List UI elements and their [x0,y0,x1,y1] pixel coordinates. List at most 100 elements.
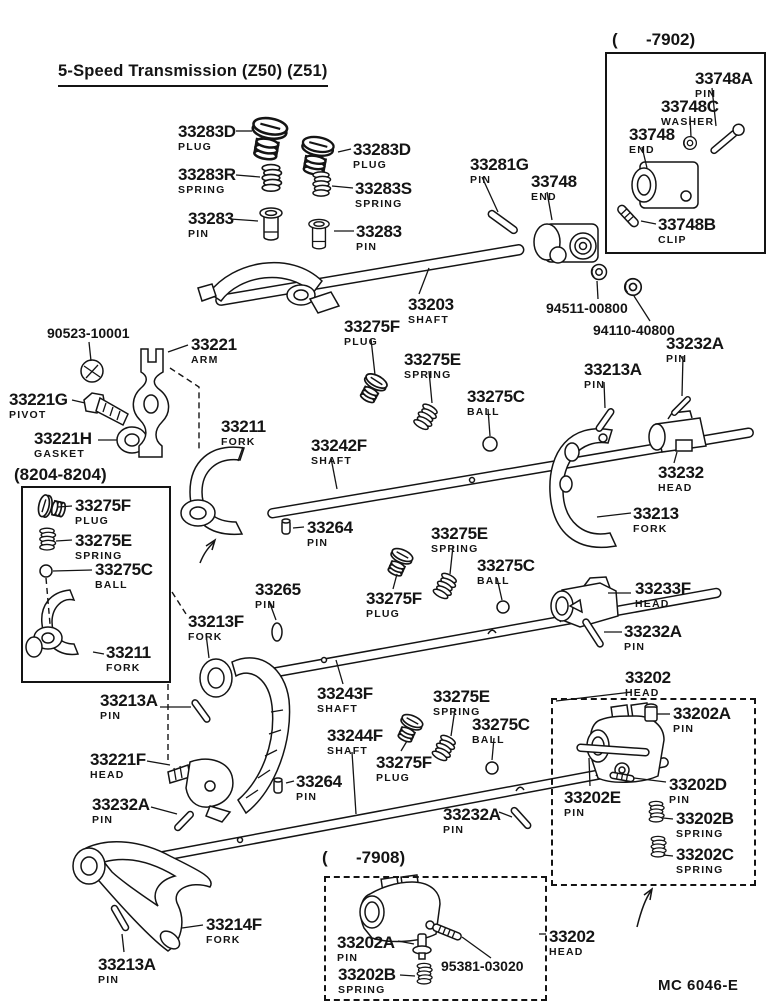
part-type: PIN [307,537,329,549]
part-number: 33221H [34,429,92,448]
part-number: 33748A [695,69,753,88]
part-number: 33202A [337,933,395,952]
part-number: 33213A [100,691,158,710]
shape-33233F-head [550,576,619,628]
part-number: 33232A [443,805,501,824]
pin-33213A-icon [595,408,615,432]
box-7908 [324,876,547,1001]
part-type: ARM [191,354,219,366]
part-type: PIN [666,353,688,365]
part-number: 33281G [470,155,529,174]
part-type: SPRING [75,550,123,562]
part-type: HEAD [625,687,660,699]
part-number: 33232A [666,334,724,353]
part-type: END [629,144,655,156]
part-type: FORK [188,631,223,643]
part-number: 33265 [255,580,301,599]
pin-33265-icon [271,622,283,642]
spring-33283S-icon [312,171,332,197]
part-number: 33242F [311,436,367,455]
part-label-94110-40800: 94110-40800 [593,323,675,337]
part-number: 33211 [106,643,151,662]
part-type: SHAFT [408,314,449,326]
part-number: 33213 [633,504,679,523]
pin-33281G-icon [487,209,518,235]
box-33202 [551,698,756,886]
part-type: PIN [188,228,210,240]
spring-33275E-icon2 [431,570,460,602]
spring-33283R-icon [261,163,283,193]
part-type: PIN [98,974,120,986]
plug-33283D-left-icon [246,114,290,164]
part-label-90523-10001: 90523-10001 [47,326,130,340]
part-type: WASHER [661,116,715,128]
part-number: 95381-03020 [441,958,524,974]
part-number: 33748C [661,97,719,116]
part-number: 33264 [296,772,342,791]
part-number: 33202E [564,788,621,807]
arrow-to-33202-box [636,887,654,928]
part-type: PIN [470,174,492,186]
part-type: FORK [221,436,256,448]
part-type: PIN [255,599,277,611]
shape-selector-plate [197,261,341,314]
shape-33211-fork [180,446,245,536]
part-label-94511-00800: 94511-00800 [546,301,628,315]
pin-33213A-icon3 [110,904,130,932]
shape-33232-head [648,410,707,453]
part-type: SHAFT [311,455,352,467]
part-type: END [531,191,557,203]
plug-33275F-icon2 [382,545,416,580]
part-number: 94110-40800 [593,322,675,338]
part-type: SPRING [676,828,724,840]
box-7902-caption: ( -7902) [612,30,696,49]
spring-33275E-icon [411,401,441,433]
part-number: 33202 [549,927,595,946]
shape-33214F-fork [72,840,212,952]
part-type: BALL [95,579,128,591]
shape-33242F-shaft [267,427,754,519]
part-number: 33283S [355,179,412,198]
washer-94511-icon [590,263,608,281]
part-number: 33213A [584,360,642,379]
part-number: 33232A [92,795,150,814]
part-type: HEAD [658,482,693,494]
part-type: PLUG [178,141,212,153]
ball-33275C-icon2 [496,600,510,614]
shape-33221F-head [167,758,234,823]
part-label-95381-03020: 95381-03020 [441,959,524,973]
part-number: 33283 [356,222,402,241]
figure-code: MC 6046-E [658,977,739,994]
part-type: HEAD [635,598,670,610]
arrow-to-fork-33211 [199,538,217,564]
part-number: 33275F [344,317,400,336]
part-number: 33283R [178,165,236,184]
page-title: 5-Speed Transmission (Z50) (Z51) [58,62,328,87]
part-type: FORK [633,523,668,535]
